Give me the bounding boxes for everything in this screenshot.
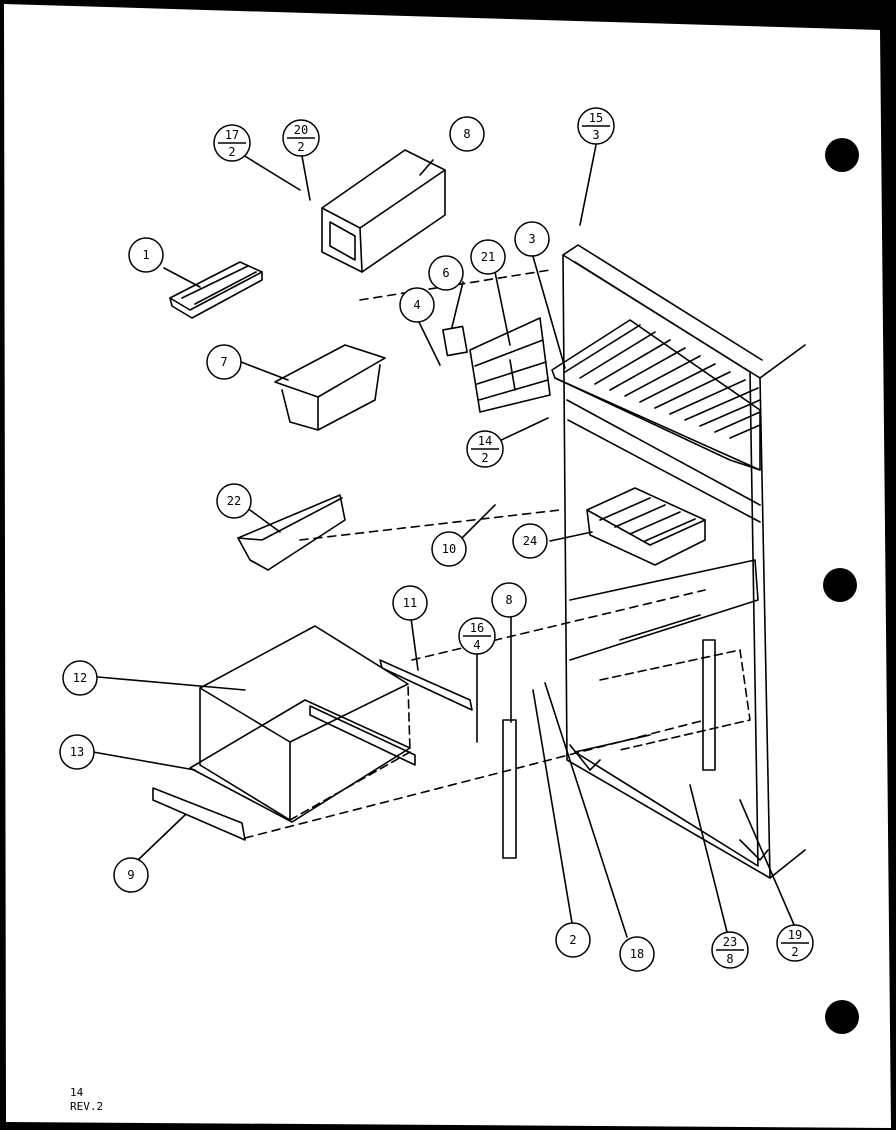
callout-23-8-numerator: 23: [723, 935, 737, 949]
ice-bin-drawing: [274, 344, 386, 431]
callout-17-2-denominator: 2: [228, 145, 235, 159]
callout-8-rail-circle: [491, 582, 527, 618]
callout-6-circle: [428, 255, 464, 291]
callout-16-4: 164: [458, 617, 496, 655]
callout-11-label: 11: [403, 596, 417, 610]
callout-14-2-denominator: 2: [481, 451, 488, 465]
callout-6-label: 6: [442, 266, 449, 280]
callout-19-2: 192: [776, 924, 814, 962]
callout-12: 12: [62, 660, 98, 696]
callout-10: 10: [431, 531, 467, 567]
ice-tray-drawing: [169, 261, 263, 319]
callout-19-2-denominator: 2: [791, 945, 798, 959]
callout-20-2-numerator: 20: [294, 123, 308, 137]
wire-rack-drawing: [469, 317, 551, 413]
callout-15-3-numerator: 15: [589, 111, 603, 125]
callout-18-label: 18: [630, 947, 644, 961]
callout-4: 4: [399, 287, 435, 323]
callout-12-circle: [62, 660, 98, 696]
callout-24-circle: [512, 523, 548, 559]
binder-hole-top: [825, 138, 859, 172]
callout-16-4-denominator: 4: [473, 638, 480, 652]
callout-22: 22: [216, 483, 252, 519]
door-pan-drawing: [237, 494, 346, 571]
callout-18-circle: [619, 936, 655, 972]
callout-14-2: 142: [466, 430, 504, 468]
callout-13-label: 13: [70, 745, 84, 759]
callout-2: 2: [555, 922, 591, 958]
callout-7: 7: [206, 344, 242, 380]
callout-9-label: 9: [127, 868, 134, 882]
callout-17-2-numerator: 17: [225, 128, 239, 142]
assembly-lines: [244, 269, 706, 839]
callout-7-label: 7: [220, 355, 227, 369]
slide-rail-drawing: [379, 659, 473, 711]
callout-10-label: 10: [442, 542, 456, 556]
callout-3-label: 3: [528, 232, 535, 246]
callout-23-8-denominator: 8: [726, 952, 733, 966]
callout-6: 6: [428, 255, 464, 291]
callout-4-circle: [399, 287, 435, 323]
callout-1-circle: [128, 237, 164, 273]
callout-21-label: 21: [481, 250, 495, 264]
callout-8-rail: 8: [491, 582, 527, 618]
sensor-drawing: [442, 325, 468, 357]
leader-lines: [92, 144, 796, 938]
callout-22-label: 22: [227, 494, 241, 508]
callout-11: 11: [392, 585, 428, 621]
callout-19-2-numerator: 19: [788, 928, 802, 942]
rail-drawing-right: [702, 639, 716, 771]
callout-4-label: 4: [413, 298, 420, 312]
callout-1: 1: [128, 237, 164, 273]
callout-20-2: 202: [282, 119, 320, 157]
callout-2-circle: [555, 922, 591, 958]
drawer-trim-drawing: [152, 787, 246, 841]
revision-label: REV.2: [70, 1100, 104, 1113]
callout-8-top-circle: [449, 116, 485, 152]
freezer-shelf-drawing: [551, 319, 761, 471]
callout-21-circle: [470, 239, 506, 275]
callout-10-circle: [431, 531, 467, 567]
callout-12-label: 12: [73, 671, 87, 685]
crisper-cover-drawing: [189, 699, 411, 823]
binder-hole-bottom: [825, 1000, 859, 1034]
callout-3: 3: [514, 221, 550, 257]
callout-11-circle: [392, 585, 428, 621]
callout-13-circle: [59, 734, 95, 770]
slide-rail-drawing-lower: [309, 705, 416, 766]
callout-2-label: 2: [569, 933, 576, 947]
rail-drawing: [502, 719, 517, 859]
callout-23-8: 238: [711, 931, 749, 969]
callout-8-top-label: 8: [463, 127, 470, 141]
callout-21: 21: [470, 239, 506, 275]
callout-24: 24: [512, 523, 548, 559]
callout-15-3-denominator: 3: [592, 128, 599, 142]
duct-box-drawing: [321, 149, 446, 273]
callout-9-circle: [113, 857, 149, 893]
basket-drawing: [586, 487, 706, 566]
callout-15-3: 153: [577, 107, 615, 145]
callout-22-circle: [216, 483, 252, 519]
callout-13: 13: [59, 734, 95, 770]
page-number: 14: [70, 1086, 84, 1099]
callout-14-2-numerator: 14: [478, 434, 492, 448]
callout-16-4-numerator: 16: [470, 621, 484, 635]
callout-9: 9: [113, 857, 149, 893]
callout-18: 18: [619, 936, 655, 972]
callout-20-2-denominator: 2: [297, 140, 304, 154]
callout-8-top: 8: [449, 116, 485, 152]
callout-1-label: 1: [142, 248, 149, 262]
binder-hole-middle: [823, 568, 857, 602]
callout-3-circle: [514, 221, 550, 257]
callout-17-2: 172: [213, 124, 251, 162]
callout-7-circle: [206, 344, 242, 380]
callout-8-rail-label: 8: [505, 593, 512, 607]
callout-24-label: 24: [523, 534, 537, 548]
